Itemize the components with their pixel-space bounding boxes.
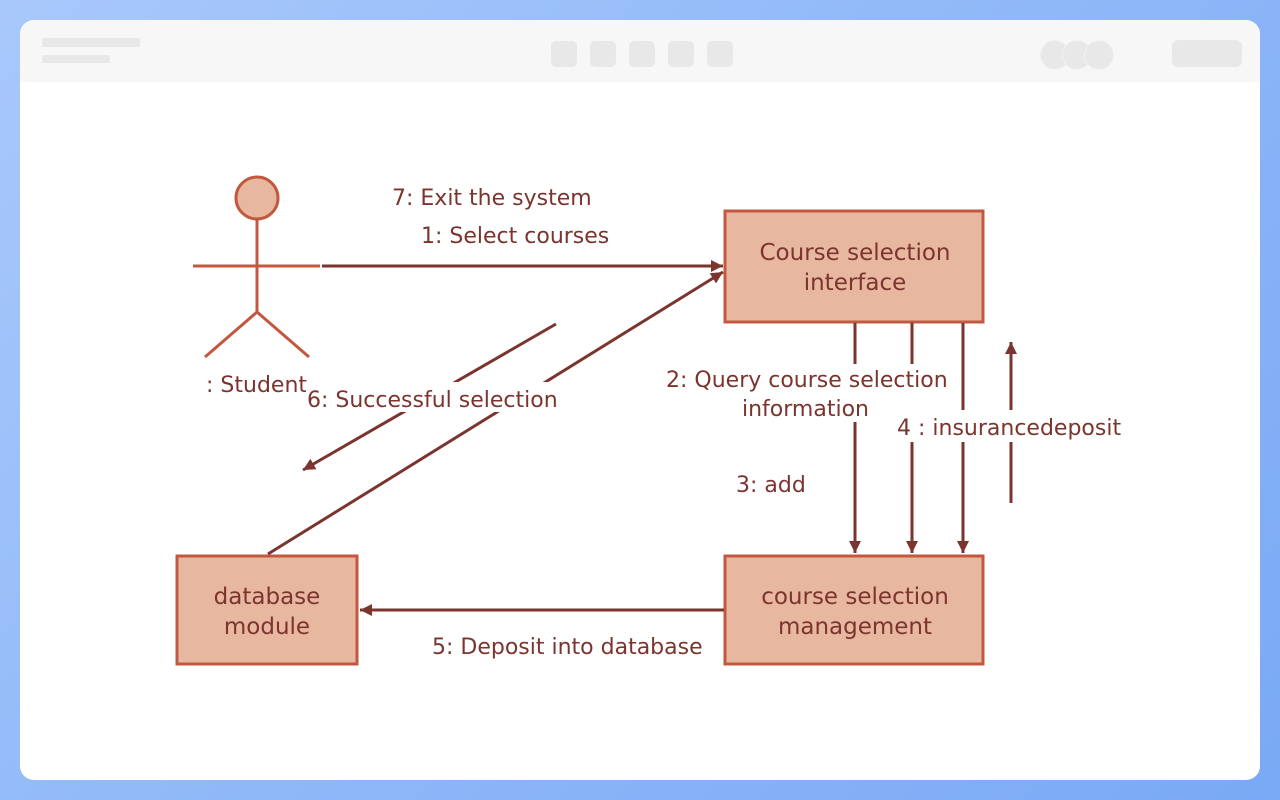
box-label-line1: database [214, 584, 321, 610]
toolbar [20, 20, 1260, 82]
subtitle-placeholder-bar [42, 55, 110, 63]
box-label-line2: module [224, 614, 310, 640]
label-halo [306, 382, 558, 412]
arrow-db-to-interface [267, 270, 724, 556]
avatar-3[interactable] [1084, 40, 1114, 70]
message-exit-system: 7: Exit the system [392, 186, 592, 211]
message-deposit-into-database: 5: Deposit into database [432, 635, 703, 660]
course-selection-interface-box[interactable]: Course selection interface [723, 209, 985, 324]
actor-label: : Student [206, 373, 307, 398]
actor-left-leg [204, 310, 258, 359]
toolbar-button-1[interactable] [551, 41, 577, 67]
student-actor: : Student [193, 175, 320, 398]
share-button[interactable] [1172, 40, 1242, 67]
message-query-line2: information [742, 397, 869, 422]
label-halo [893, 410, 1131, 442]
toolbar-button-2[interactable] [590, 41, 616, 67]
box-label-line1: Course selection [760, 240, 951, 266]
actor-head [234, 175, 280, 221]
label-halo [390, 180, 600, 212]
toolbar-button-5[interactable] [707, 41, 733, 67]
message-successful-selection: 6: Successful selection [307, 388, 558, 413]
box-label-line2: interface [804, 270, 907, 296]
actor-right-leg [256, 310, 310, 359]
box-label-line1: course selection [761, 584, 949, 610]
title-placeholder-bar [42, 38, 140, 47]
box-label-line2: management [778, 614, 932, 640]
toolbar-button-4[interactable] [668, 41, 694, 67]
message-query-line1: 2: Query course selection [666, 368, 948, 393]
database-module-box[interactable]: database module [175, 554, 359, 666]
course-selection-management-box[interactable]: course selection management [723, 554, 985, 666]
message-insurance-deposit: 4 : insurancedeposit [897, 416, 1121, 441]
toolbar-button-3[interactable] [629, 41, 655, 67]
message-add: 3: add [736, 473, 806, 498]
message-select-courses: 1: Select courses [421, 224, 609, 249]
